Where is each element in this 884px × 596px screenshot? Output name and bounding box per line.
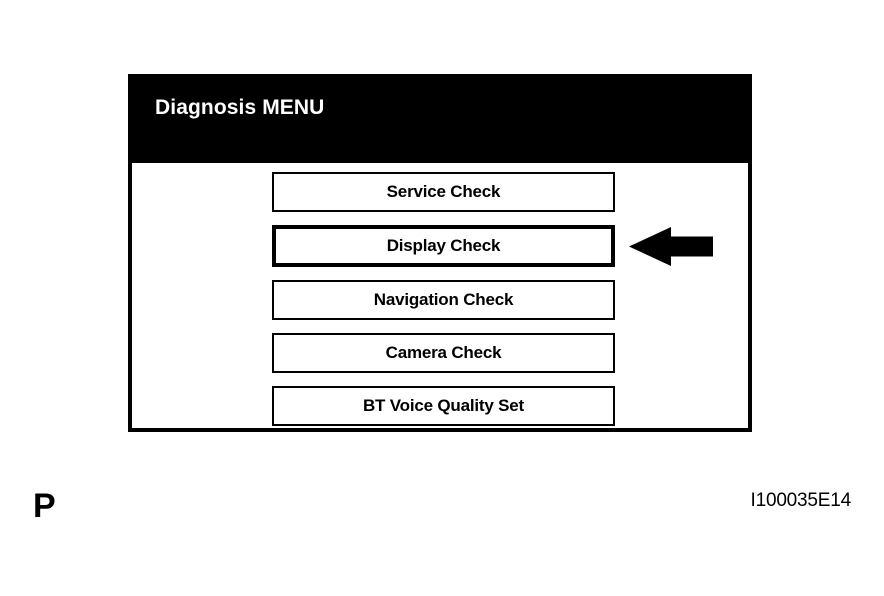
menu-body: Service Check Display Check Navigation C… [128, 163, 752, 432]
page-title: Diagnosis MENU [155, 96, 325, 119]
menu-item-service-check[interactable]: Service Check [272, 172, 615, 212]
left-arrow-icon [629, 227, 713, 266]
menu-item-display-check[interactable]: Display Check [272, 225, 615, 267]
screen-title-bar: Diagnosis MENU [128, 74, 752, 163]
menu-item-label: Display Check [386, 236, 501, 255]
figure-id-label: I100035E14 [750, 490, 852, 511]
diagnosis-menu-list: Service Check Display Check Navigation C… [272, 172, 615, 439]
menu-item-label: Camera Check [385, 343, 502, 362]
menu-item-camera-check[interactable]: Camera Check [272, 333, 615, 373]
menu-item-label: Navigation Check [373, 290, 514, 309]
diagnosis-screen-panel: Diagnosis MENU Service Check Display Che… [128, 74, 752, 432]
menu-item-bt-voice-quality-set[interactable]: BT Voice Quality Set [272, 386, 615, 426]
page-marker: P [33, 487, 56, 525]
menu-item-label: Service Check [386, 182, 501, 201]
menu-item-label: BT Voice Quality Set [362, 396, 524, 415]
menu-item-navigation-check[interactable]: Navigation Check [272, 280, 615, 320]
